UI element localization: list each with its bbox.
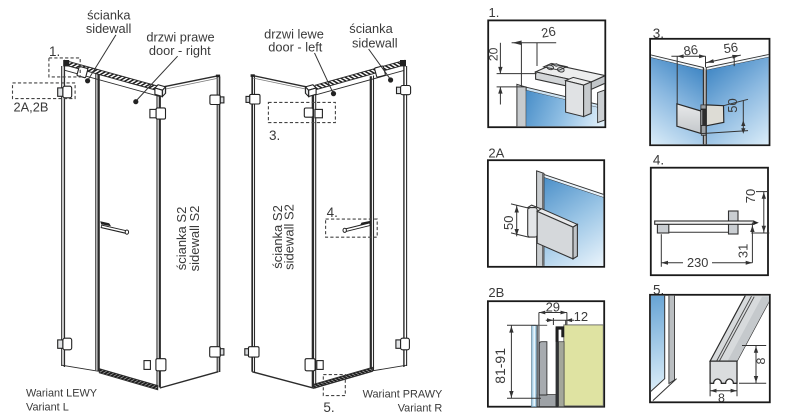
svg-text:26: 26 xyxy=(540,23,557,40)
svg-text:12: 12 xyxy=(574,309,588,324)
svg-text:70: 70 xyxy=(743,189,758,203)
svg-text:5.: 5. xyxy=(653,282,664,297)
svg-text:drzwi lewe: drzwi lewe xyxy=(264,26,324,41)
svg-text:sidewall: sidewall xyxy=(86,21,132,36)
svg-text:3.: 3. xyxy=(653,26,664,41)
svg-text:ścianka: ścianka xyxy=(87,7,131,22)
svg-text:20: 20 xyxy=(487,47,501,61)
svg-text:4.: 4. xyxy=(653,153,664,168)
svg-text:8: 8 xyxy=(754,357,768,364)
svg-text:31: 31 xyxy=(735,244,750,258)
svg-text:56: 56 xyxy=(723,39,739,56)
svg-text:8: 8 xyxy=(718,391,725,405)
svg-text:sidewall: sidewall xyxy=(352,36,398,51)
svg-text:sidewall S2: sidewall S2 xyxy=(282,204,297,270)
svg-text:door - left: door - left xyxy=(268,40,323,55)
svg-text:Variant R: Variant R xyxy=(398,402,443,414)
svg-text:29: 29 xyxy=(546,299,560,314)
svg-text:2A: 2A xyxy=(488,146,504,161)
svg-text:50: 50 xyxy=(501,216,516,230)
svg-text:sidewall S2: sidewall S2 xyxy=(187,206,202,272)
svg-text:1.: 1. xyxy=(49,44,60,59)
svg-text:2A,2B: 2A,2B xyxy=(14,100,49,115)
svg-text:ścianka S2: ścianka S2 xyxy=(270,205,285,269)
svg-text:Wariant LEWY: Wariant LEWY xyxy=(26,388,98,400)
svg-text:230: 230 xyxy=(687,255,708,270)
svg-text:1.: 1. xyxy=(489,5,500,20)
svg-text:ścianka S2: ścianka S2 xyxy=(174,207,189,271)
svg-text:ścianka: ścianka xyxy=(349,21,393,36)
svg-text:3.: 3. xyxy=(269,128,280,143)
svg-text:Variant L: Variant L xyxy=(26,402,69,414)
svg-text:2B: 2B xyxy=(488,285,504,300)
svg-text:door - right: door - right xyxy=(149,43,211,58)
svg-text:50: 50 xyxy=(725,98,740,112)
svg-text:86: 86 xyxy=(683,42,699,59)
svg-text:drzwi prawe: drzwi prawe xyxy=(146,30,214,45)
svg-text:4.: 4. xyxy=(327,205,338,220)
svg-text:Wariant PRAWY: Wariant PRAWY xyxy=(363,388,443,400)
svg-text:81-91: 81-91 xyxy=(492,348,508,384)
svg-text:5.: 5. xyxy=(323,400,334,415)
